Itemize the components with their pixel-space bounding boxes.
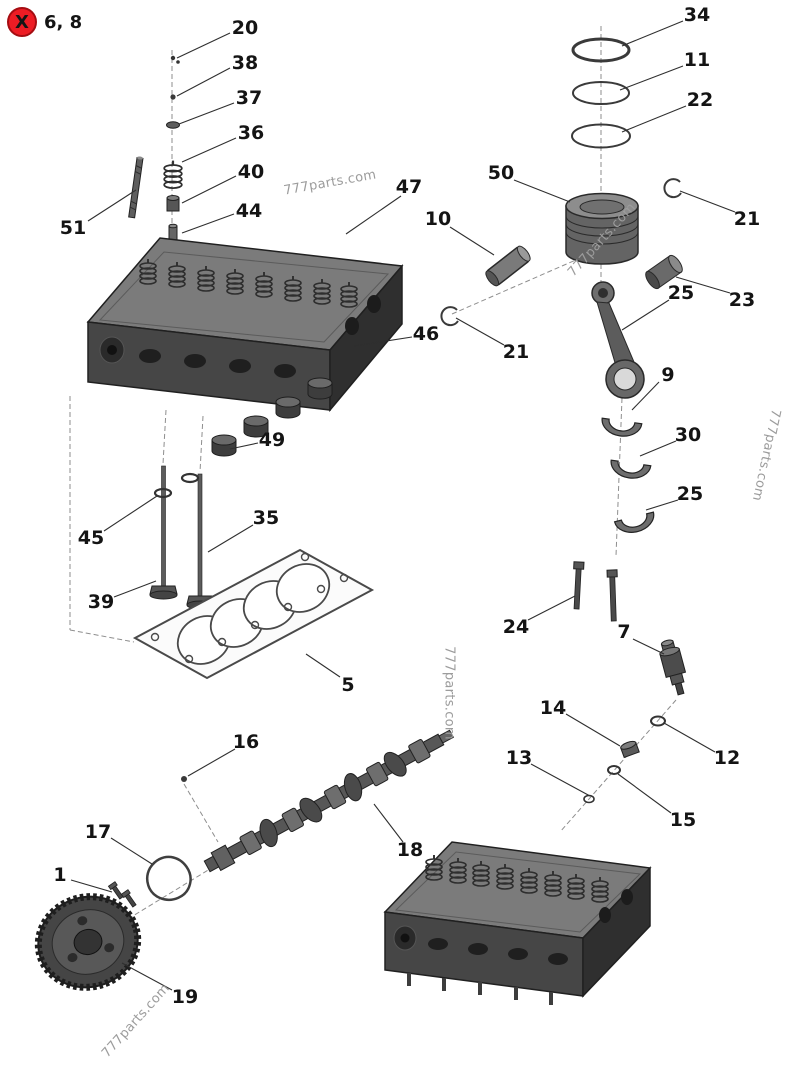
leader-line [103, 495, 158, 532]
intake-valve [186, 473, 215, 610]
leader-line [639, 440, 677, 457]
leader-line [621, 20, 684, 47]
leader-line [675, 276, 731, 294]
tappet-assembly [659, 639, 687, 696]
o-ring [650, 715, 666, 727]
exclusion-note: 6, 8 [44, 11, 83, 33]
x-marker-icon: X [7, 7, 37, 37]
leader-line [305, 653, 341, 678]
leader-line [617, 773, 672, 814]
bearing-shell-lower [608, 459, 652, 482]
valve-train-parts [128, 55, 183, 251]
leader-line [631, 381, 660, 411]
leader-line [353, 336, 413, 347]
leader-line [679, 190, 736, 213]
leader-line [187, 748, 236, 777]
leader-line [513, 179, 571, 203]
leader-line [113, 580, 157, 598]
leader-line [229, 442, 259, 450]
centerlines [69, 26, 677, 937]
adjuster-nut [620, 740, 640, 759]
head-studs-bottom [407, 973, 553, 1005]
exclusion-badge: X 6, 8 [7, 7, 82, 37]
leader-line [181, 213, 235, 234]
cam-seal-gasket [146, 855, 192, 901]
gear-bolts [107, 881, 137, 908]
valve-stem-seals [153, 472, 200, 499]
valve-seal [166, 195, 180, 212]
bearing-shell-upper [599, 417, 643, 440]
leader-line [345, 195, 402, 235]
leader-lines [70, 20, 736, 991]
cylinder-head-top [86, 237, 404, 413]
bearing-shell-cap [613, 511, 658, 537]
piston [565, 192, 639, 265]
leader-line [449, 226, 495, 256]
head-gasket [132, 548, 375, 680]
leader-line [87, 189, 137, 222]
leader-line [645, 499, 679, 511]
leader-line [110, 837, 153, 865]
leader-line [619, 65, 684, 91]
seal-ring [607, 765, 621, 775]
head-stud [128, 156, 144, 219]
camshaft-gear [34, 893, 142, 991]
leader-line [565, 713, 621, 747]
x-marker-symbol: X [15, 11, 29, 33]
leader-line [663, 722, 716, 753]
rod-bushing [645, 254, 683, 290]
connecting-rod [591, 281, 645, 399]
cup-plug [181, 776, 187, 782]
circlip-right [663, 178, 682, 199]
piston-rings [571, 37, 631, 149]
cylinder-head-bottom [383, 841, 652, 1005]
circlip-left [440, 306, 459, 327]
leader-line [632, 638, 665, 655]
leader-line [621, 299, 670, 331]
leader-line [207, 524, 254, 553]
leader-line [455, 317, 505, 346]
leader-line [373, 803, 404, 843]
leader-line [176, 32, 231, 59]
leader-line [178, 102, 235, 125]
camshaft [203, 729, 455, 873]
exhaust-valve [149, 465, 178, 600]
rod-bolts [573, 561, 618, 622]
leader-line [181, 137, 237, 163]
leader-line [121, 962, 173, 991]
leader-line [70, 879, 113, 893]
leader-line [181, 175, 237, 204]
leader-line [176, 67, 231, 97]
piston-pin [485, 245, 531, 287]
leader-line [530, 763, 591, 797]
leader-line [621, 105, 687, 133]
leader-line [527, 595, 576, 621]
